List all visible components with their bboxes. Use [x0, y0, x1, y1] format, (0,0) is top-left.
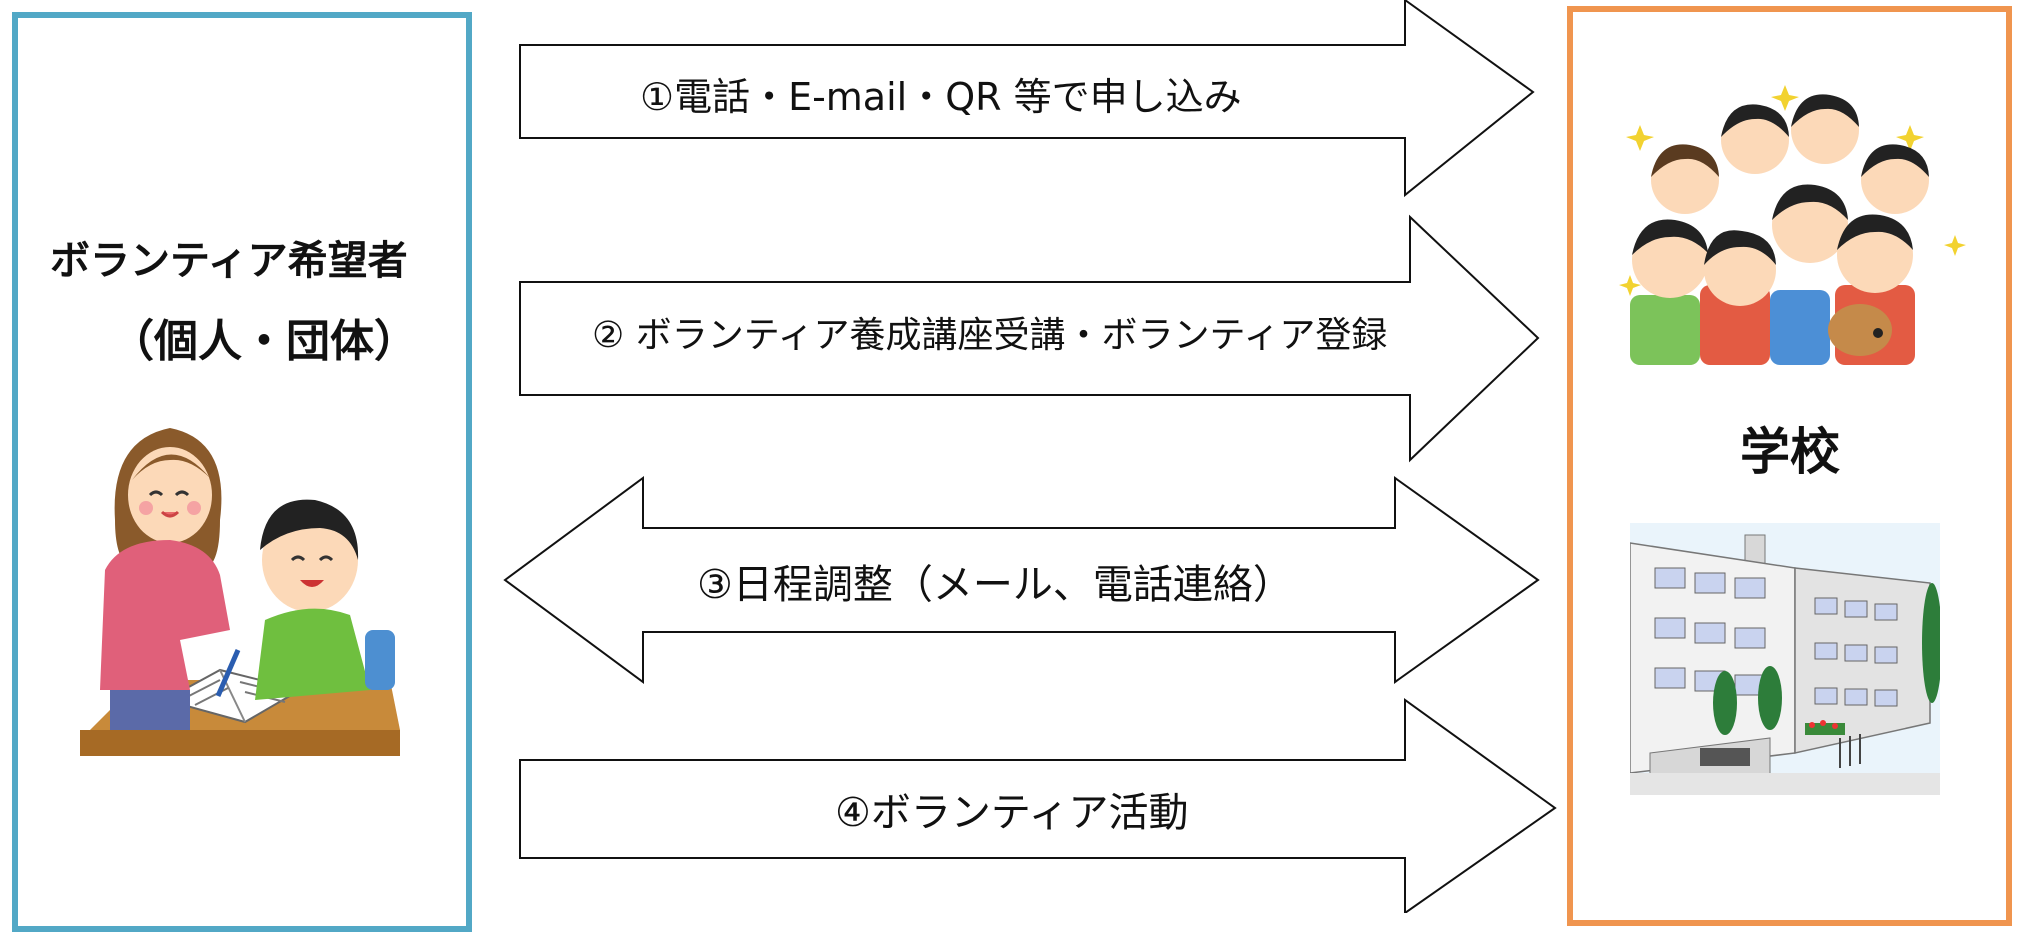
volunteer-applicant-panel — [12, 12, 472, 932]
step-1-label: ①電話・E-mail・QR 等で申し込み — [640, 75, 1242, 119]
step-4-label: ④ボランティア活動 — [835, 790, 1189, 836]
volunteer-applicant-title: ボランティア希望者 — [50, 238, 408, 284]
step-1-arrow — [519, 0, 1535, 198]
school-title: 学校 — [1740, 423, 1840, 481]
school-building-illustration — [1630, 523, 1940, 795]
step-4-arrow — [519, 698, 1557, 913]
cheering-children-group-illustration — [1619, 85, 1966, 365]
flow-arrows — [503, 0, 1557, 913]
tutor-helping-child-study-illustration — [80, 428, 400, 756]
step-2-arrow — [519, 214, 1540, 463]
step-3-double-arrow — [503, 476, 1540, 684]
step-2-label: ② ボランティア養成講座受講・ボランティア登録 — [592, 315, 1388, 356]
step-3-label: ③日程調整（メール、電話連絡） — [697, 562, 1293, 608]
volunteer-applicant-subtitle: （個人・団体） — [110, 316, 418, 367]
